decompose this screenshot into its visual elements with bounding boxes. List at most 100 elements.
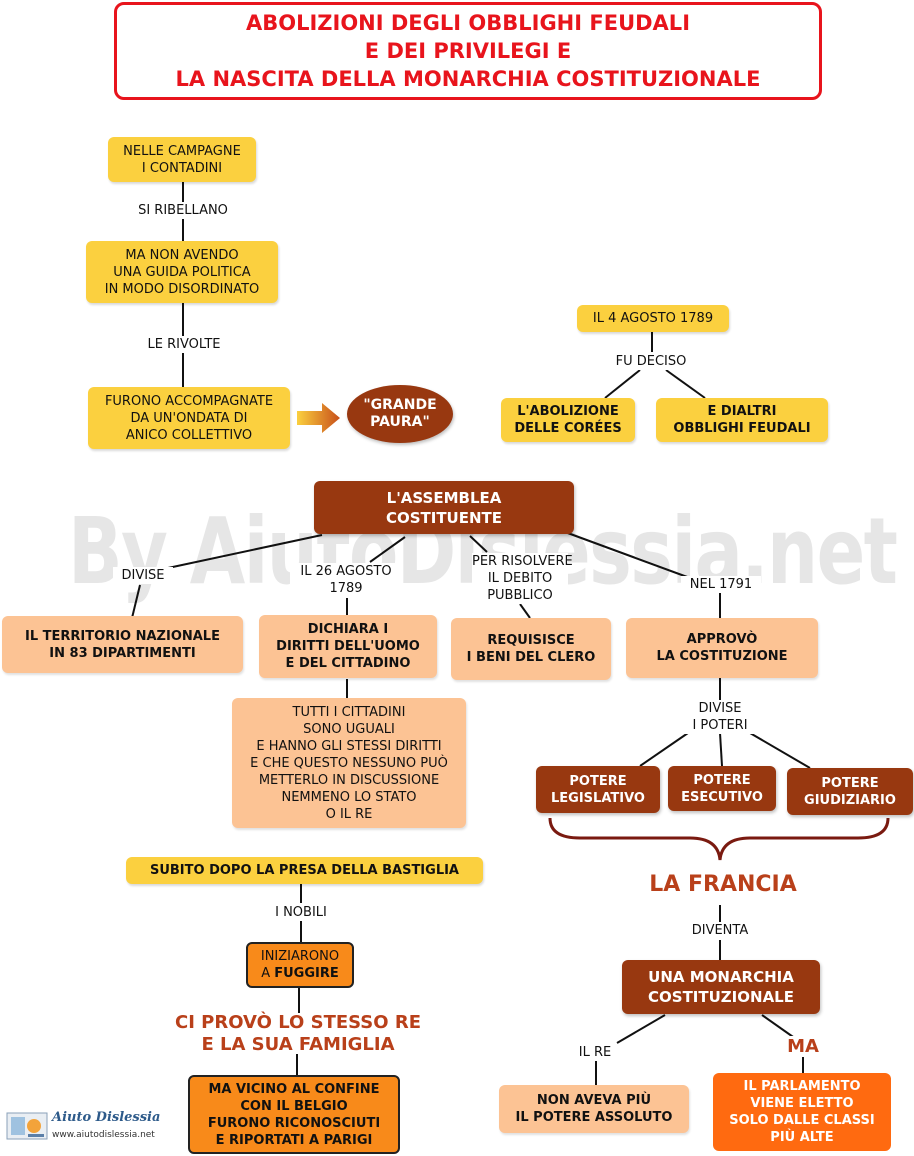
label-divise-poteri: DIVISE I POTERI [680, 700, 760, 734]
node-presa-bastiglia: SUBITO DOPO LA PRESA DELLA BASTIGLIA [126, 857, 483, 884]
text-line: LEGISLATIVO [551, 790, 645, 806]
text-line: PAURA" [370, 414, 430, 430]
text-line: METTERLO IN DISCUSSIONE [258, 772, 440, 788]
page-title: ABOLIZIONI DEGLI OBBLIGHI FEUDALI E DEI … [114, 2, 822, 100]
text-line: VIENE ELETTO [750, 1096, 854, 1111]
text-line: DIRITTI DELL'UOMO [276, 639, 420, 654]
text-line: OBBLIGHI FEUDALI [673, 421, 811, 436]
text-line: E HANNO GLI STESSI DIRITTI [256, 738, 442, 754]
text-line: GIUDIZIARIO [804, 792, 896, 808]
node-4-agosto: IL 4 AGOSTO 1789 [577, 305, 729, 332]
text-line: E DEL CITTADINO [285, 656, 411, 671]
text-line: ANICO COLLETTIVO [125, 427, 253, 443]
text-line: SOLO DALLE CLASSI [729, 1113, 875, 1128]
text-line: NEMMENO LO STATO [281, 789, 417, 805]
text-line: A FUGGIRE [261, 965, 339, 982]
node-requisisce: REQUISISCE I BENI DEL CLERO [451, 618, 611, 680]
text-line: E CHE QUESTO NESSUNO PUÒ [250, 755, 448, 771]
label-fu-deciso: FU DECISO [606, 353, 696, 370]
node-fuggire: INIZIARONO A FUGGIRE [246, 942, 354, 988]
text-line: ESECUTIVO [681, 789, 763, 805]
node-grande-paura: "GRANDE PAURA" [347, 385, 453, 443]
text-line: COSTITUENTE [385, 508, 503, 527]
text-line: COSTITUZIONALE [648, 988, 794, 1006]
text-line: IL TERRITORIO NAZIONALE [25, 628, 220, 644]
text-line: I CONTADINI [141, 160, 223, 176]
text-line: UNA MONARCHIA [648, 968, 794, 986]
text-a: A [261, 966, 275, 981]
label-ma: MA [782, 1036, 824, 1057]
label-le-rivolte: LE RIVOLTE [136, 336, 232, 353]
text-line: MA VICINO AL CONFINE [208, 1081, 380, 1097]
text-line: E RIPORTATI A PARIGI [215, 1132, 373, 1148]
node-monarchia-costituzionale: UNA MONARCHIA COSTITUZIONALE [622, 960, 820, 1014]
node-approvo-costituzione: APPROVÒ LA COSTITUZIONE [626, 618, 818, 678]
text-line: IL PARLAMENTO [743, 1079, 861, 1094]
text-line: DIVISE [698, 701, 742, 716]
text-line: L'ABOLIZIONE [517, 404, 619, 419]
text-fuggire: FUGGIRE [274, 966, 339, 981]
title-line-2: E DEI PRIVILEGI E [364, 39, 572, 63]
text-line: IL POTERE ASSOLUTO [515, 1110, 673, 1125]
node-abolizione: L'ABOLIZIONE DELLE CORÉES [501, 398, 635, 442]
node-cittadini-uguali: TUTTI I CITTADINI SONO UGUALI E HANNO GL… [232, 698, 466, 828]
text-line: REQUISISCE [487, 633, 575, 648]
label-la-francia: LA FRANCIA [649, 872, 797, 897]
text-line: IN 83 DIPARTIMENTI [49, 645, 196, 661]
text-line: PER RISOLVERE [472, 554, 573, 569]
node-potere-esecutivo: POTERE ESECUTIVO [668, 766, 776, 811]
text-line: POTERE [821, 775, 879, 791]
node-accompagnate: FURONO ACCOMPAGNATE DA UN'ONDATA DI ANIC… [88, 387, 290, 449]
text-line: I POTERI [692, 718, 748, 733]
node-dichiara-diritti: DICHIARA I DIRITTI DELL'UOMO E DEL CITTA… [259, 615, 437, 678]
text-line: E DIALTRI [707, 404, 777, 419]
label-diventa: DIVENTA [680, 922, 760, 939]
node-guida-politica: MA NON AVENDO UNA GUIDA POLITICA IN MODO… [86, 241, 278, 303]
text-line: PIÙ ALTE [770, 1130, 834, 1145]
text-line: FURONO ACCOMPAGNATE [104, 393, 274, 409]
text-line: TUTTI I CITTADINI [292, 704, 406, 720]
text-line: FURONO RICONOSCIUTI [207, 1115, 381, 1131]
text-line: POTERE [569, 773, 627, 789]
node-territorio: IL TERRITORIO NAZIONALE IN 83 DIPARTIMEN… [2, 616, 243, 673]
logo-url: www.aiutodislessia.net [52, 1130, 155, 1140]
logo-name: Aiuto Dislessia [52, 1110, 161, 1125]
text-line: O IL RE [325, 806, 373, 822]
logo: Aiuto Dislessia www.aiutodislessia.net [6, 1108, 164, 1148]
label-debito-pubblico: PER RISOLVERE IL DEBITO PUBBLICO [472, 553, 573, 604]
label-si-ribellano: SI RIBELLANO [125, 202, 241, 219]
arrow-right-icon [297, 403, 340, 433]
text-line: PUBBLICO [487, 588, 553, 603]
text-line: NON AVEVA PIÙ [536, 1093, 652, 1108]
node-obblighi-feudali: E DIALTRI OBBLIGHI FEUDALI [656, 398, 828, 442]
node-parlamento: IL PARLAMENTO VIENE ELETTO SOLO DALLE CL… [713, 1073, 891, 1151]
logo-icon [6, 1112, 48, 1140]
text-line: DICHIARA I [307, 622, 389, 637]
label-il-re: IL RE [570, 1044, 620, 1061]
text-line: "GRANDE [363, 397, 437, 413]
node-potere-legislativo: POTERE LEGISLATIVO [536, 766, 660, 813]
node-campagne: NELLE CAMPAGNE I CONTADINI [108, 137, 256, 182]
text-line: CI PROVÒ LO STESSO RE [174, 1012, 421, 1033]
text-line: NELLE CAMPAGNE [123, 143, 241, 159]
text-line: MA NON AVENDO [125, 247, 239, 263]
node-potere-giudiziario: POTERE GIUDIZIARIO [787, 768, 913, 815]
label-re-famiglia: CI PROVÒ LO STESSO RE E LA SUA FAMIGLIA [150, 1012, 446, 1056]
node-potere-assoluto: NON AVEVA PIÙ IL POTERE ASSOLUTO [499, 1085, 689, 1133]
label-26-agosto: IL 26 AGOSTO 1789 [290, 563, 402, 597]
text-line: I BENI DEL CLERO [466, 650, 596, 665]
label-i-nobili: I NOBILI [262, 904, 340, 921]
text-line: LA COSTITUZIONE [656, 649, 788, 664]
text-line: 1789 [329, 581, 363, 596]
text-line: IL DEBITO [487, 571, 553, 586]
text-line: POTERE [693, 772, 751, 788]
text-line: IN MODO DISORDINATO [104, 281, 260, 297]
node-confine-belgio: MA VICINO AL CONFINE CON IL BELGIO FURON… [188, 1075, 400, 1154]
title-line-3: LA NASCITA DELLA MONARCHIA COSTITUZIONAL… [175, 67, 761, 91]
title-line-1: ABOLIZIONI DEGLI OBBLIGHI FEUDALI [245, 11, 691, 35]
text-line: INIZIARONO [260, 949, 340, 964]
text-line: SONO UGUALI [303, 721, 395, 737]
text-line: DELLE CORÉES [514, 421, 622, 436]
text-line: DA UN'ONDATA DI [130, 410, 248, 426]
